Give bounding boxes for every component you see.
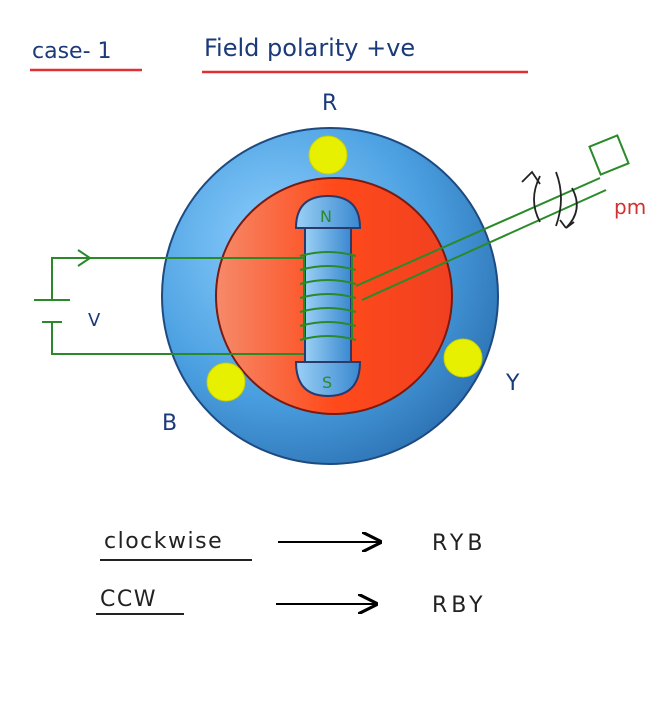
phase-y-label: Y: [505, 371, 520, 396]
page-title: Field polarity +ve: [204, 34, 415, 62]
field-winding: [299, 251, 357, 341]
rotation-direction-ccw: CCW: [100, 587, 157, 612]
south-pole-label: S: [322, 373, 332, 392]
phase-b-label: B: [162, 411, 177, 436]
rotation-arrow-icon: [521, 170, 578, 229]
shaft: [355, 177, 607, 301]
rotation-direction-cw: clockwise: [104, 529, 223, 554]
case-label: case- 1: [32, 39, 112, 64]
supply-voltage-label: V: [88, 310, 101, 331]
prime-mover-label: pm: [614, 195, 646, 219]
north-pole-label: N: [320, 207, 332, 226]
prime-mover-box: [588, 134, 630, 176]
rotation-sequence-cw: RYB: [432, 531, 486, 556]
phase-b-dot: [206, 362, 246, 402]
phase-r-label: R: [322, 91, 337, 116]
phase-y-dot: [443, 338, 483, 378]
supply-circuit: [34, 249, 304, 355]
rotation-sequence-ccw: RBY: [432, 593, 487, 618]
phase-r-dot: [308, 135, 348, 175]
